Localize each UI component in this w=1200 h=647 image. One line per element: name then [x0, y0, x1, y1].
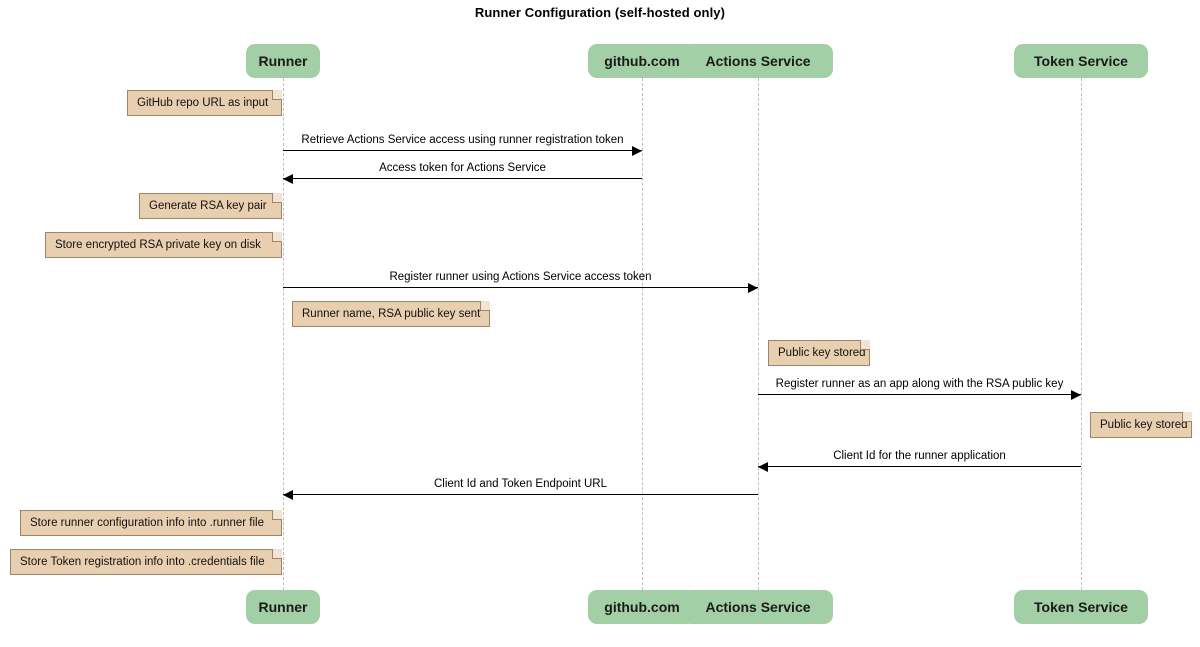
note-label: GitHub repo URL as input — [137, 97, 269, 109]
message-label-m4: Register runner as an app along with the… — [775, 378, 1064, 390]
message-line-m3 — [283, 287, 758, 288]
arrowhead-m3 — [748, 282, 758, 293]
note-label: Store encrypted RSA private key on disk — [55, 239, 261, 251]
note-n7: Store runner configuration info into .ru… — [20, 510, 282, 536]
arrowhead-m6 — [283, 489, 293, 500]
note-fold-corner-icon — [272, 232, 282, 242]
page-title: Runner Configuration (self-hosted only) — [474, 5, 726, 20]
note-fold-corner-icon — [1182, 412, 1192, 422]
note-fold-corner-icon — [480, 301, 490, 311]
note-n2: Generate RSA key pair — [139, 193, 282, 219]
note-fold-corner-icon — [272, 510, 282, 520]
message-label-m6: Client Id and Token Endpoint URL — [433, 478, 608, 490]
participant-github-bottom[interactable]: github.com — [588, 590, 696, 624]
participant-token-top[interactable]: Token Service — [1014, 44, 1148, 78]
message-line-m6 — [283, 494, 758, 495]
participant-actions-top[interactable]: Actions Service — [683, 44, 833, 78]
participant-runner-bottom[interactable]: Runner — [245, 590, 321, 624]
note-n4: Runner name, RSA public key sent — [292, 301, 490, 327]
participant-actions-bottom[interactable]: Actions Service — [683, 590, 833, 624]
note-label: Generate RSA key pair — [149, 200, 267, 212]
arrowhead-m5 — [758, 461, 768, 472]
arrowhead-m4 — [1071, 389, 1081, 400]
lifeline-github — [642, 78, 643, 590]
arrowhead-m2 — [283, 173, 293, 184]
note-n3: Store encrypted RSA private key on disk — [45, 232, 282, 258]
note-fold-corner-icon — [272, 90, 282, 100]
note-label: Store runner configuration info into .ru… — [30, 517, 264, 529]
note-label: Public key stored — [778, 347, 866, 359]
note-fold-corner-icon — [860, 340, 870, 350]
message-line-m2 — [283, 178, 642, 179]
note-n8: Store Token registration info into .cred… — [10, 549, 282, 575]
message-label-m1: Retrieve Actions Service access using ru… — [301, 134, 624, 146]
participant-github-top[interactable]: github.com — [588, 44, 696, 78]
note-label: Runner name, RSA public key sent — [302, 308, 481, 320]
note-fold-corner-icon — [272, 193, 282, 203]
message-label-m2: Access token for Actions Service — [379, 162, 546, 174]
message-line-m1 — [283, 150, 642, 151]
note-label: Public key stored — [1100, 419, 1188, 431]
arrowhead-m1 — [632, 145, 642, 156]
note-n6: Public key stored — [1090, 412, 1192, 438]
message-line-m4 — [758, 394, 1081, 395]
participant-runner-top[interactable]: Runner — [245, 44, 321, 78]
lifeline-actions — [758, 78, 759, 590]
participant-token-bottom[interactable]: Token Service — [1014, 590, 1148, 624]
message-label-m5: Client Id for the runner application — [833, 450, 1006, 462]
note-n5: Public key stored — [768, 340, 870, 366]
note-n1: GitHub repo URL as input — [127, 90, 282, 116]
lifeline-runner — [283, 78, 284, 590]
note-label: Store Token registration info into .cred… — [20, 556, 265, 568]
lifeline-token — [1081, 78, 1082, 590]
message-label-m3: Register runner using Actions Service ac… — [389, 271, 652, 283]
note-fold-corner-icon — [272, 549, 282, 559]
message-line-m5 — [758, 466, 1081, 467]
